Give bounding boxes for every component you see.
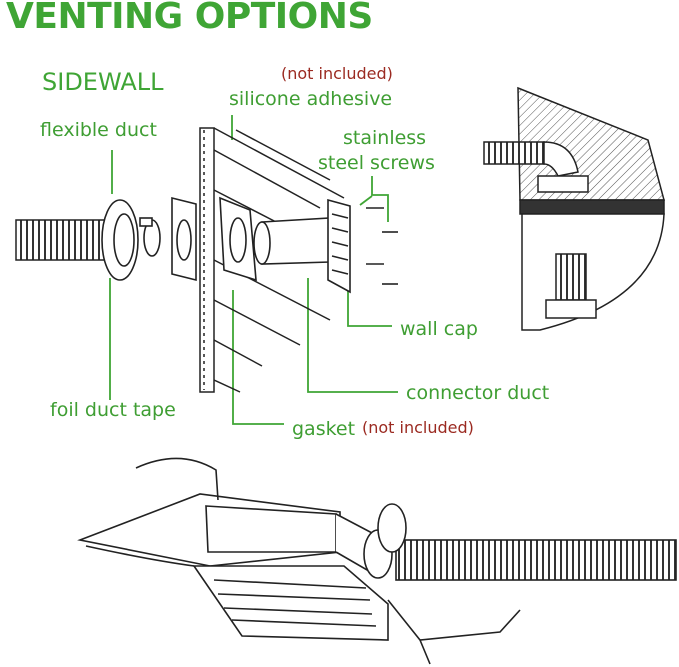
gasket-label: gasket — [292, 418, 356, 440]
flexible-duct — [15, 219, 117, 261]
sidewall-heading: SIDEWALL — [42, 68, 164, 96]
foil-duct-tape-label: foil duct tape — [50, 399, 176, 421]
fan-housing — [77, 457, 677, 665]
stainless-label: stainless — [343, 127, 427, 149]
stainless-screws — [366, 207, 398, 285]
flexible-duct-label: flexible duct — [40, 119, 157, 141]
connector-duct — [253, 217, 331, 265]
gasket — [219, 196, 257, 282]
leader-lines — [109, 115, 398, 425]
steel-screws-label: steel screws — [318, 152, 435, 174]
connector-duct-label: connector duct — [406, 382, 550, 404]
page-title: VENTING OPTIONS — [6, 0, 373, 37]
soffit-cutaway — [483, 86, 665, 331]
adhesive-not-included-note: (not included) — [281, 64, 393, 83]
wall-cap-label: wall cap — [400, 318, 478, 340]
wall-siding — [199, 127, 345, 393]
silicone-adhesive-label: silicone adhesive — [229, 88, 393, 110]
wall-cap — [327, 198, 351, 294]
wall-plate — [171, 196, 197, 282]
foil-tape-collar — [101, 199, 139, 281]
gasket-not-included-note: (not included) — [362, 418, 474, 437]
hose-clamp — [139, 217, 161, 257]
